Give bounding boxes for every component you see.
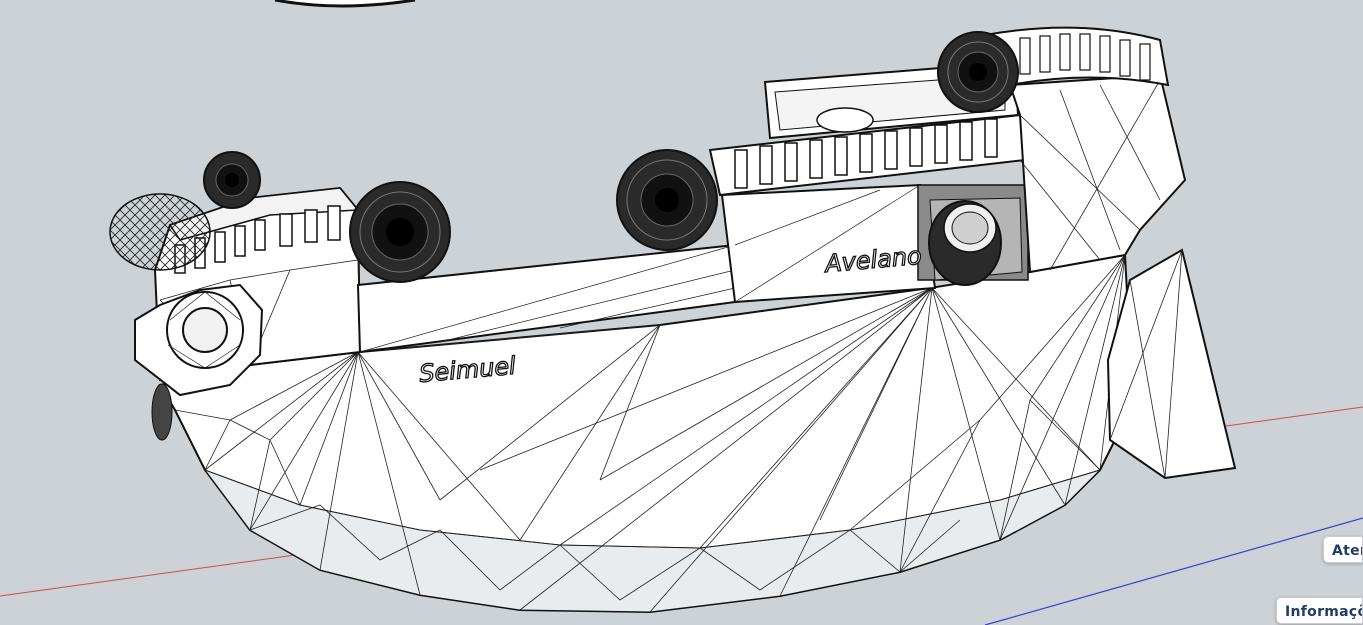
blue-axis	[984, 517, 1363, 625]
stern-castle	[109, 186, 362, 441]
offscreen-object	[274, 0, 416, 8]
mesh-sphere	[109, 193, 211, 271]
cannon-wheels	[203, 31, 1019, 286]
side-panel-tab-attention[interactable]: Aten	[1323, 536, 1363, 563]
boat-model[interactable]: Seimuel Avelano	[109, 26, 1237, 614]
bow-section	[983, 26, 1237, 480]
side-panel-tab-information[interactable]: Informaçõ	[1276, 597, 1363, 624]
